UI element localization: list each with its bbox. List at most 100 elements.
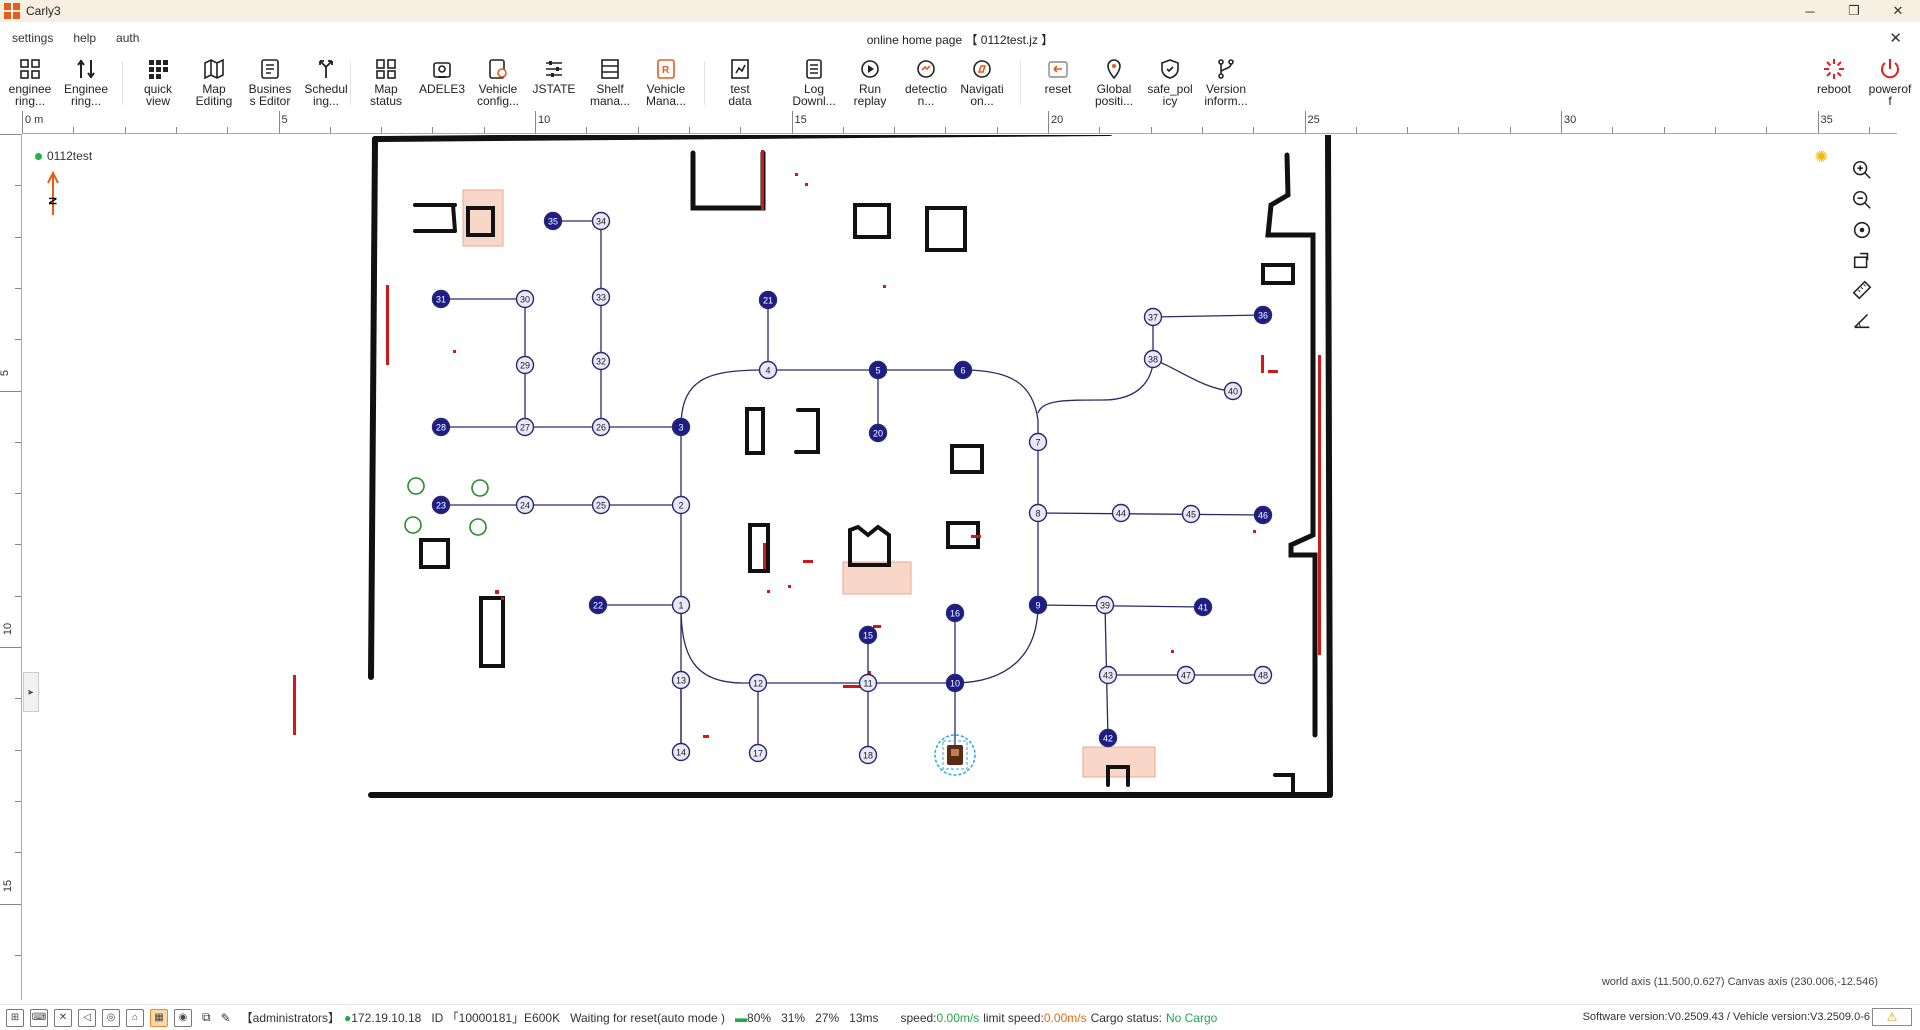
page-close-button[interactable]: ✕ [1889,30,1902,47]
toolbar-shield-button[interactable]: safe_pol icy [1142,57,1198,107]
route-node[interactable]: 25 [591,495,611,515]
toolbar-business-button[interactable]: Busines s Editor [242,57,298,107]
route-node[interactable]: 24 [515,495,535,515]
ruler-icon[interactable] [1847,275,1877,305]
toolbar-sliders-button[interactable]: JSTATE [526,57,582,95]
route-node[interactable]: 6 [953,360,973,380]
route-node[interactable]: 23 [431,495,451,515]
route-node[interactable]: 22 [588,595,608,615]
route-node[interactable]: 20 [868,423,888,443]
route-node[interactable]: 38 [1143,349,1163,369]
route-node[interactable]: 10 [945,673,965,693]
route-node[interactable]: 13 [671,670,691,690]
toolbar-vehicle-config-button[interactable]: Vehicle config... [470,57,526,107]
route-node[interactable]: 44 [1111,503,1131,523]
zoom-in-icon[interactable] [1847,155,1877,185]
toolbar-test-data-button[interactable]: test data [712,57,768,107]
target-icon[interactable]: ◎ [102,1008,120,1027]
rotate-icon[interactable] [1847,245,1877,275]
route-node[interactable]: 2 [671,495,691,515]
route-node[interactable]: 12 [748,673,768,693]
route-node[interactable]: 42 [1098,728,1118,748]
route-node[interactable]: 1 [671,595,691,615]
route-node[interactable]: 26 [591,417,611,437]
route-node[interactable]: 48 [1253,665,1273,685]
sun-icon[interactable]: ✺ [1814,149,1828,166]
edit-icon[interactable]: ✎ [220,1010,231,1025]
crop-icon[interactable]: ⧉ [202,1010,211,1024]
menu-settings[interactable]: settings [12,31,54,45]
route-node[interactable]: 35 [543,211,563,231]
toolbar-adjust-button[interactable]: Enginee ring... [58,57,114,107]
recenter-icon[interactable] [1847,215,1877,245]
route-node[interactable]: 46 [1253,505,1273,525]
window-close-button[interactable]: ✕ [1892,3,1904,18]
route-node[interactable]: 17 [748,743,768,763]
route-node[interactable]: 5 [868,360,888,380]
side-panel-toggle[interactable]: ▸ [23,672,39,712]
toolbar-shelf-button[interactable]: Shelf mana... [582,57,638,107]
route-node[interactable]: 8 [1028,503,1048,523]
warning-button[interactable]: ⚠ [1872,1008,1912,1026]
camera-icon[interactable]: ◉ [174,1008,192,1027]
sound-icon[interactable]: ◁ [78,1008,96,1027]
grid-view-icon[interactable]: ▦ [150,1008,168,1027]
route-node[interactable]: 18 [858,745,878,765]
angle-icon[interactable] [1847,305,1877,335]
route-node[interactable]: 4 [758,360,778,380]
route-node[interactable]: 45 [1181,504,1201,524]
map-drawing[interactable]: 1234567891011121314151617182021222324252… [23,135,1898,1000]
toolbar-replay-button[interactable]: Run replay [842,57,898,107]
node-circle [671,595,691,615]
route-node[interactable]: 40 [1223,381,1243,401]
charging-icon[interactable]: ⌂ [126,1008,144,1027]
toolbar-location-button[interactable]: Global positi... [1086,57,1142,107]
route-node[interactable]: 34 [591,211,611,231]
menu-help[interactable]: help [73,31,97,45]
toolbar-schedule-button[interactable]: Schedul ing... [298,57,354,107]
toolbar-log-button[interactable]: Log Downl... [786,57,842,107]
tools-icon[interactable]: ✕ [54,1008,72,1027]
maximize-button[interactable]: ❐ [1848,3,1860,18]
route-node[interactable]: 43 [1098,665,1118,685]
toolbar-grid-button[interactable]: enginee ring... [2,57,58,107]
route-node[interactable]: 30 [515,289,535,309]
toolbar-reset-button[interactable]: reset [1030,57,1086,95]
toolbar-navigation-button[interactable]: Navigati on... [954,57,1010,107]
route-node[interactable]: 39 [1095,595,1115,615]
toolbar-apps-button[interactable]: quick view [130,57,186,107]
vehicle-marker[interactable] [934,734,976,776]
route-node[interactable]: 11 [858,673,878,693]
zoom-out-icon[interactable] [1847,185,1877,215]
minimize-button[interactable]: ─ [1805,3,1815,19]
route-node[interactable]: 37 [1143,307,1163,327]
poweroff-button[interactable]: powerof f [1862,57,1918,107]
toolbar-map-status-button[interactable]: Map status [358,57,414,107]
route-node[interactable]: 32 [591,351,611,371]
keyboard-icon[interactable]: ⌨ [30,1008,48,1027]
route-node[interactable]: 7 [1028,432,1048,452]
toolbar-detection-button[interactable]: detectio n... [898,57,954,107]
route-node[interactable]: 29 [515,355,535,375]
route-node[interactable]: 9 [1028,595,1048,615]
route-node[interactable]: 14 [671,742,691,762]
route-node[interactable]: 36 [1253,305,1273,325]
route-node[interactable]: 41 [1193,597,1213,617]
route-node[interactable]: 3 [671,417,691,437]
route-node[interactable]: 47 [1176,665,1196,685]
menu-auth[interactable]: auth [116,31,140,45]
layout-icon[interactable]: ⊞ [6,1008,24,1027]
route-node[interactable]: 21 [758,290,778,310]
route-node[interactable]: 31 [431,289,451,309]
toolbar-branch-button[interactable]: Version inform... [1198,57,1254,107]
reboot-button[interactable]: reboot [1806,57,1862,95]
route-node[interactable]: 15 [858,625,878,645]
toolbar-robot-button[interactable]: ADELE3 [414,57,470,95]
toolbar-map-button[interactable]: Map Editing [186,57,242,107]
route-node[interactable]: 16 [945,603,965,623]
route-node[interactable]: 28 [431,417,451,437]
route-node[interactable]: 27 [515,417,535,437]
route-node[interactable]: 33 [591,287,611,307]
